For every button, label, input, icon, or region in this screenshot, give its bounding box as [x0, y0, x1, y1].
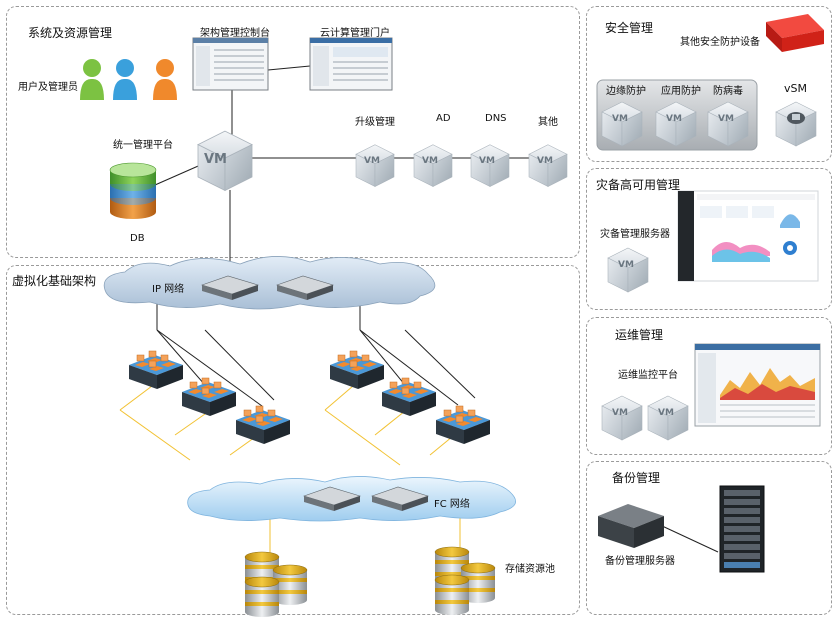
vm-text: VM: [618, 260, 634, 270]
fc-network-label: FC 网络: [434, 499, 470, 510]
user-figures: [80, 59, 177, 100]
vm-text: VM: [479, 156, 495, 166]
virtual-infra-panel: [6, 265, 580, 615]
host-server[interactable]: [235, 405, 291, 445]
ip-network-label: IP 网络: [152, 284, 185, 295]
section-title-virtual: 虚拟化基础架构: [12, 274, 97, 288]
unified-platform-label: 统一管理平台: [113, 140, 173, 151]
vm-text: VM: [364, 156, 380, 166]
dns-label: DNS: [485, 113, 507, 124]
host-server[interactable]: [381, 377, 437, 417]
vm-cube-ops-2[interactable]: [647, 395, 689, 441]
connection-lines: [154, 65, 719, 553]
arch-console-screenshot[interactable]: [192, 37, 269, 91]
host-server[interactable]: [181, 377, 237, 417]
user-icon-blue: [113, 59, 137, 100]
vm-text: VM: [612, 114, 628, 124]
host-server[interactable]: [329, 350, 385, 390]
vm-cube-dr[interactable]: [607, 247, 649, 293]
storage-left: [244, 551, 308, 618]
vm-text: VM: [658, 408, 674, 418]
vm-text: VM: [612, 408, 628, 418]
upgrade-label: 升级管理: [355, 117, 395, 128]
app-protect-label: 应用防护: [661, 86, 701, 97]
vsm-label: vSM: [784, 82, 807, 95]
user-icon-green: [80, 59, 104, 100]
firewall-device-icon[interactable]: [766, 14, 824, 52]
section-title-disaster: 灾备高可用管理: [596, 178, 681, 192]
vm-text: VM: [537, 156, 553, 166]
backup-rack-icon[interactable]: [719, 485, 765, 573]
section-title-system: 系统及资源管理: [28, 26, 113, 40]
host-group-right: [329, 350, 491, 445]
edge-protect-label: 边缘防护: [606, 86, 646, 97]
users-label: 用户及管理员: [18, 82, 78, 93]
other-label: 其他: [538, 117, 558, 128]
backup-server-icon[interactable]: [598, 504, 664, 548]
vm-text: VM: [204, 152, 227, 167]
section-title-backup: 备份管理: [612, 471, 661, 485]
storage-right: [434, 546, 496, 616]
other-security-label: 其他安全防护设备: [680, 37, 760, 48]
db-label: DB: [130, 233, 145, 244]
ad-label: AD: [436, 113, 451, 124]
dr-dashboard-screenshot[interactable]: [677, 190, 819, 282]
backup-server-label: 备份管理服务器: [605, 556, 675, 567]
vm-text: VM: [422, 156, 438, 166]
section-title-ops: 运维管理: [615, 328, 664, 342]
db-icon: [109, 162, 157, 219]
monitor-platform-label: 运维监控平台: [618, 370, 678, 381]
dr-server-label: 灾备管理服务器: [600, 229, 670, 240]
vsm-shield-icon: [787, 112, 805, 124]
system-mgmt-panel: [6, 6, 580, 258]
user-icon-orange: [153, 59, 177, 100]
ip-network-cloud: [103, 256, 436, 310]
host-server[interactable]: [128, 350, 184, 390]
host-group-left: [128, 350, 291, 445]
storage-pool-label: 存储资源池: [505, 564, 555, 575]
section-title-security: 安全管理: [605, 21, 654, 35]
cloud-portal-label: 云计算管理门户: [320, 28, 390, 39]
vm-text: VM: [666, 114, 682, 124]
antivirus-label: 防病毒: [713, 86, 743, 97]
host-server[interactable]: [435, 405, 491, 445]
cloud-portal-screenshot[interactable]: [309, 37, 393, 91]
vm-cube-ops-1[interactable]: [601, 395, 643, 441]
ops-monitor-screenshot[interactable]: [694, 343, 821, 427]
arch-console-label: 架构管理控制台: [200, 28, 270, 39]
vm-text: VM: [718, 114, 734, 124]
